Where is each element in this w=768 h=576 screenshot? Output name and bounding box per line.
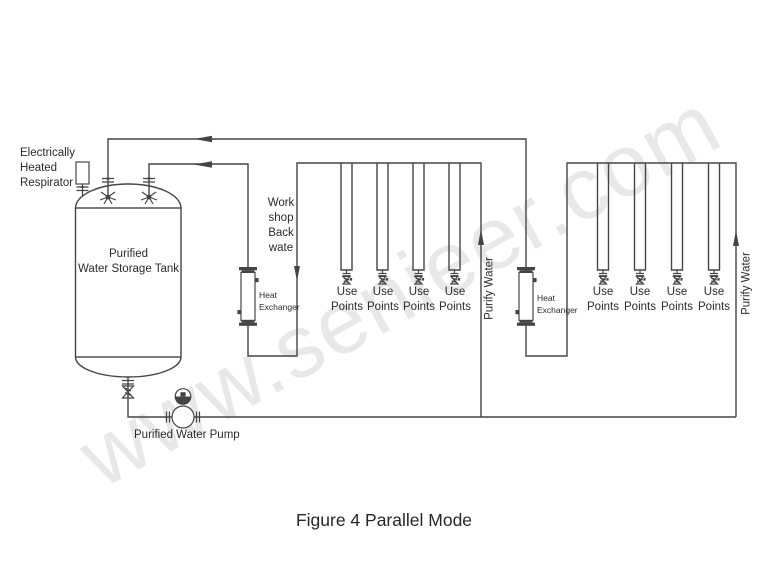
use-point-valve-icon [672, 269, 684, 285]
heat-exchanger-2-label: Heat Exchanger [537, 293, 578, 315]
drain-valve-symbol [121, 379, 135, 399]
use-point-drop [670, 163, 684, 271]
use-point-valve-icon [598, 269, 610, 285]
purify-water-label-left: Purify Water [483, 257, 496, 320]
use-point-drop [707, 163, 721, 271]
pipe-return-loop-left [148, 162, 482, 417]
tank-label: Purified Water Storage Tank [78, 248, 179, 275]
flow-arrow-down-icon [294, 266, 300, 281]
use-point-drop [340, 163, 353, 271]
heat-exchanger-1-label: Heat Exchanger [259, 290, 300, 312]
workshop-back-water-label: Work shop Back wate [267, 197, 295, 254]
figure-caption: Figure 4 Parallel Mode [295, 510, 473, 530]
use-point-valve-icon [709, 269, 721, 285]
use-point-drop [633, 163, 647, 271]
tank-top-dome [74, 183, 182, 209]
respirator-symbol [75, 161, 90, 197]
storage-tank [74, 183, 182, 378]
pipe-bottom-supply [127, 377, 736, 418]
pump-symbol [165, 388, 201, 429]
tank-bottom-dome [74, 356, 182, 378]
use-point-valve-icon [377, 269, 389, 285]
use-point-valve-icon [341, 269, 353, 285]
use-point-drop [596, 163, 610, 271]
flow-arrow-left-icon [194, 161, 212, 168]
use-point-drop [376, 163, 389, 271]
flow-arrows [194, 135, 739, 281]
pump-casing-icon [171, 405, 195, 429]
use-point-valve-icon [635, 269, 647, 285]
heat-exchanger-2-symbol [514, 266, 538, 327]
use-point-valve-icon [449, 269, 461, 285]
flow-arrow-up-icon [733, 230, 739, 246]
purify-water-label-right: Purify Water [740, 252, 753, 315]
pump-label: Purified Water Pump [134, 429, 240, 441]
heat-exchanger-1-symbol [236, 266, 260, 327]
flow-arrow-up-icon [478, 229, 484, 245]
use-point-valve-icon [413, 269, 425, 285]
flow-arrow-left-icon [194, 135, 212, 143]
use-point-drop [412, 163, 425, 271]
use-point-drop [448, 163, 461, 271]
respirator-label: Electrically Heated Respirator [20, 147, 75, 189]
